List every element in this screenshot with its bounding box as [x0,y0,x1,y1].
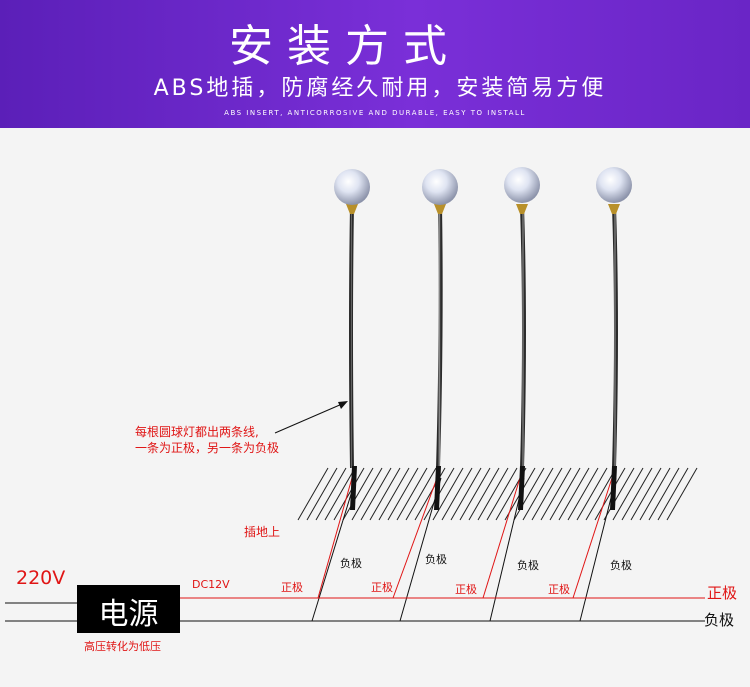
power-supply-label: 电源 [98,597,159,632]
hatch-line [387,467,419,521]
lamp-pole [349,205,354,469]
hatch-line [576,467,608,521]
hatch-line [657,467,689,521]
branch-positive-label: 正极 [281,581,303,594]
hatch-line [378,467,410,521]
annotation-arrow-line [274,403,343,434]
hatch-line [351,467,383,521]
lamp-pole [612,205,618,469]
ground-spike [434,466,441,510]
lamp-4 [596,167,632,510]
globe-bulb [422,169,458,205]
hatch-line [549,467,581,521]
hatch-line [315,467,347,521]
hatch-line [540,467,572,521]
diagram-drawing [5,167,705,622]
header-banner: 安装方式 ABS地插，防腐经久耐用，安装简易方便 ABS INSERT, ANT… [0,0,750,128]
ground-spike [350,466,357,510]
annotation-line-2: 一条为正极，另一条为负极 [135,441,280,455]
lamp-wire-annotation: 每根圆球灯都出两条线, 一条为正极，另一条为负极 [135,424,279,456]
hatch-line [531,467,563,521]
page-subtitle-english: ABS INSERT, ANTICORROSIVE AND DURABLE, E… [224,109,526,117]
globe-bulb [504,167,540,203]
ground-hatch [297,467,698,521]
negative-branch-wires [311,477,617,622]
output-voltage-label: DC12V [192,578,230,591]
hatch-line [360,467,392,521]
lamp-cap [434,204,446,214]
branch-positive-label: 正极 [371,581,393,594]
hatch-line [450,467,482,521]
hatch-line [369,467,401,521]
hatch-line [306,467,338,521]
page-subtitle: ABS地插，防腐经久耐用，安装简易方便 [153,76,607,101]
page-title: 安装方式 [229,21,461,72]
hatch-line [432,467,464,521]
hatch-line [594,467,626,521]
branch-negative-label: 负极 [610,559,632,572]
input-voltage-label: 220V [16,567,66,589]
hatch-line [603,467,635,521]
hatch-line [567,467,599,521]
hatch-line [612,467,644,521]
hatch-line [585,467,617,521]
lamp-3 [504,167,540,510]
hatch-line [477,467,509,521]
lamp-cap [346,204,358,214]
annotation-arrowhead [338,401,348,409]
hatch-line [333,467,365,521]
hatch-line [396,467,428,521]
hatch-line [324,467,356,521]
lamp-2 [422,169,458,510]
hatch-line [468,467,500,521]
hatch-line [630,467,662,521]
branch-positive-label: 正极 [455,583,477,596]
hatch-line [648,467,680,521]
ground-spike [610,466,617,510]
hatch-line [513,467,545,521]
hatch-line [297,467,329,521]
hatch-line [558,467,590,521]
hatch-line [522,467,554,521]
globe-bulb [596,167,632,203]
main-positive-label: 正极 [707,584,738,602]
lamp-1 [334,169,370,510]
globe-bulb [334,169,370,205]
hatch-line [486,467,518,521]
hatch-line [342,467,374,521]
hatch-line [639,467,671,521]
ground-insert-label: 插地上 [244,525,281,539]
branch-negative-label: 负极 [340,557,362,570]
branch-negative-label: 负极 [517,559,539,572]
hatch-line [441,467,473,521]
power-supply-note: 高压转化为低压 [84,640,161,653]
lamp-pole [436,205,443,469]
hatch-line [459,467,491,521]
lamp-cap [516,204,528,214]
hatch-line [405,467,437,521]
wiring-diagram: 每根圆球灯都出两条线, 一条为正极，另一条为负极 插地上 220V 电源 高压转… [0,128,750,687]
branch-negative-label: 负极 [425,553,447,566]
ground-spike [518,466,525,510]
hatch-line [621,467,653,521]
lamp-cap [608,204,620,214]
main-negative-label: 负极 [704,611,735,629]
power-supply-box: 电源 [77,585,180,633]
positive-branch-wires [317,477,613,599]
hatch-line [666,467,698,521]
branch-positive-label: 正极 [548,583,570,596]
lamp-pole [520,205,526,469]
annotation-line-1: 每根圆球灯都出两条线, [135,425,259,439]
